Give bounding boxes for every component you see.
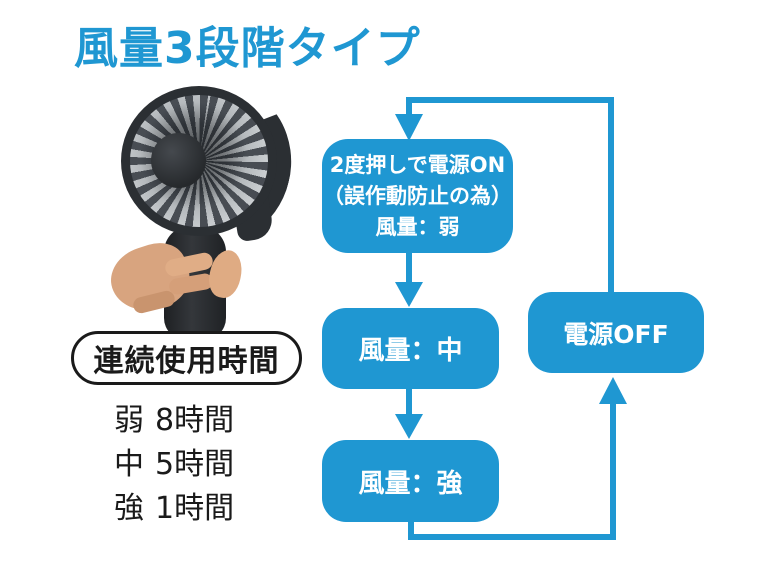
- usage-time-label: 連続使用時間: [71, 331, 302, 385]
- fan-cage: [121, 86, 277, 236]
- usage-time-list: 弱 8時間 中 5時間 強 1時間: [114, 395, 234, 527]
- usage-row-strong: 強 1時間: [114, 483, 234, 527]
- flow-step-power-on: 2度押しで電源ON （誤作動防止の為） 風量：弱: [322, 139, 513, 253]
- flow-step-medium: 風量：中: [322, 308, 499, 389]
- usage-time: 8時間: [155, 403, 235, 438]
- usage-mode: 強: [114, 491, 144, 526]
- fan-hub: [151, 133, 206, 188]
- flow-step-strong: 風量：強: [322, 440, 499, 522]
- arrowhead-into-step3: [395, 414, 423, 439]
- flow-step-power-on-line2: （誤作動防止の為）: [323, 183, 512, 208]
- usage-time: 5時間: [155, 447, 235, 482]
- flow-step-power-on-line3: 風量：弱: [375, 214, 460, 239]
- connector-step3-to-off: [408, 402, 616, 540]
- arrowhead-into-step2: [395, 282, 423, 307]
- usage-row-weak: 弱 8時間: [114, 395, 234, 439]
- page-title: 風量3段階タイプ: [74, 23, 421, 74]
- arrowhead-into-step1: [395, 114, 423, 141]
- usage-mode: 弱: [114, 403, 144, 438]
- usage-row-medium: 中 5時間: [114, 439, 234, 483]
- flow-step-power-off: 電源OFF: [528, 292, 704, 373]
- flow-step-power-on-line1: 2度押しで電源ON: [329, 152, 506, 177]
- connector-off-to-on: [406, 97, 614, 295]
- arrowhead-into-off: [599, 377, 627, 404]
- fan-photo: [75, 80, 305, 338]
- usage-mode: 中: [114, 447, 144, 482]
- usage-time: 1時間: [155, 491, 235, 526]
